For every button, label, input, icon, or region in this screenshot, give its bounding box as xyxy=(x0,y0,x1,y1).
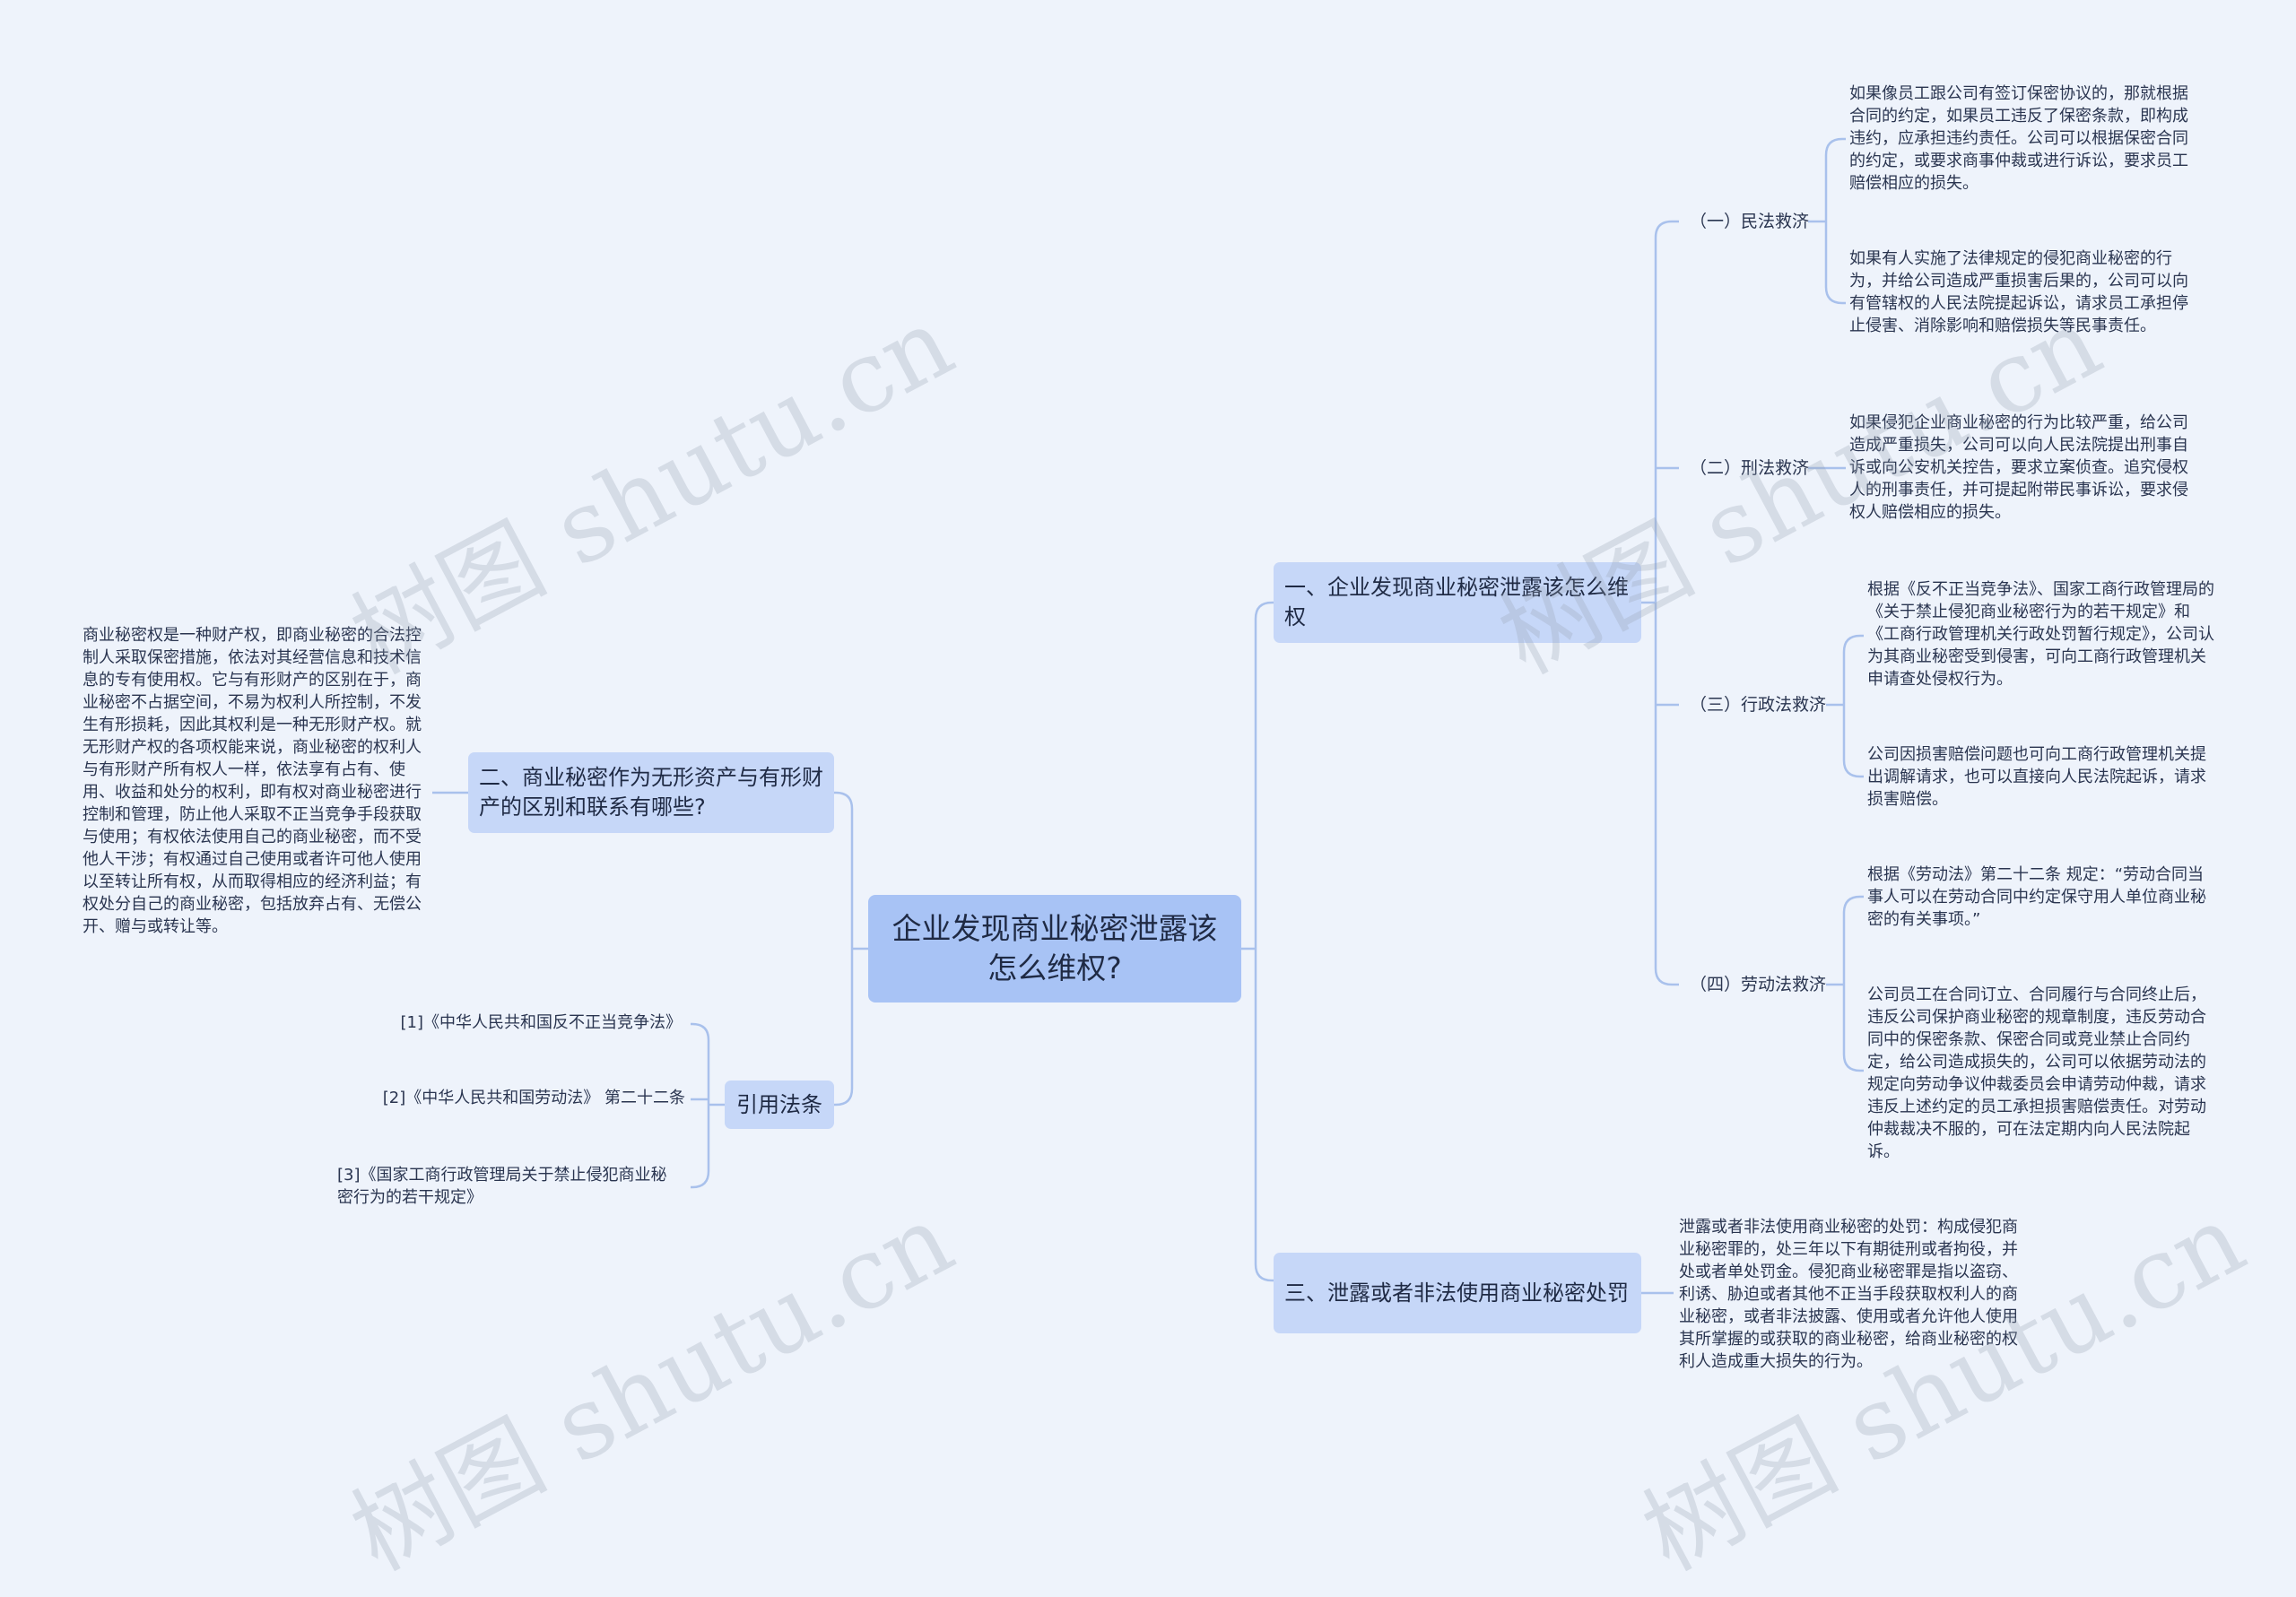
connector-left-trunk xyxy=(834,791,854,1107)
leaf-labor-2-text: 公司员工在合同订立、合同履行与合同终止后，违反公司保护商业秘密的规章制度，违反劳… xyxy=(1867,985,2206,1161)
branch-penalty[interactable]: 三、泄露或者非法使用商业秘密处罚 xyxy=(1274,1253,1641,1333)
topic-criminal-remedy[interactable]: （二）刑法救济 xyxy=(1690,456,1809,480)
ref-item-1[interactable]: [1]《中华人民共和国反不正当竞争法》 xyxy=(341,1011,683,1034)
branch-rights-protection-label: 一、企业发现商业秘密泄露该怎么维权 xyxy=(1284,575,1629,629)
leaf-intangible-vs-tangible: 商业秘密权是一种财产权，即商业秘密的合法控制人采取保密措施，依法对其经营信息和技… xyxy=(83,624,429,938)
connector-admin-leaves xyxy=(1826,634,1864,778)
branch-penalty-label: 三、泄露或者非法使用商业秘密处罚 xyxy=(1284,1280,1629,1306)
topic-admin-remedy[interactable]: （三）行政法救济 xyxy=(1690,693,1826,716)
leaf-admin-2-text: 公司因损害赔偿问题也可向工商行政管理机关提出调解请求，也可以直接向人民法院起诉，… xyxy=(1867,745,2206,809)
leaf-labor-2: 公司员工在合同订立、合同履行与合同终止后，违反公司保护商业秘密的规章制度，违反劳… xyxy=(1867,984,2217,1163)
connector-lines xyxy=(432,137,1864,1295)
leaf-civil-2: 如果有人实施了法律规定的侵犯商业秘密的行为，并给公司造成严重损害后果的，公司可以… xyxy=(1849,247,2199,337)
leaf-admin-1-text: 根据《反不正当竞争法》、国家工商行政管理局的《关于禁止侵犯商业秘密行为的若干规定… xyxy=(1867,580,2214,689)
leaf-criminal-1-text: 如果侵犯企业商业秘密的行为比较严重，给公司造成严重损失，公司可以向人民法院提出刑… xyxy=(1849,413,2188,522)
ref-item-3[interactable]: [3]《国家工商行政管理局关于禁止侵犯商业秘密行为的若干规定》 xyxy=(337,1164,682,1209)
topic-admin-remedy-label: （三）行政法救济 xyxy=(1690,695,1827,715)
topic-civil-remedy-label: （一）民法救济 xyxy=(1690,212,1810,231)
topic-civil-remedy[interactable]: （一）民法救济 xyxy=(1690,210,1809,233)
topic-labor-remedy-label: （四）劳动法救济 xyxy=(1690,975,1827,994)
leaf-civil-2-text: 如果有人实施了法律规定的侵犯商业秘密的行为，并给公司造成严重损害后果的，公司可以… xyxy=(1849,249,2188,335)
branch-cited-laws-label: 引用法条 xyxy=(736,1091,822,1117)
connector-right-trunk xyxy=(1254,601,1274,1282)
leaf-admin-1: 根据《反不正当竞争法》、国家工商行政管理局的《关于禁止侵犯商业秘密行为的若干规定… xyxy=(1867,578,2217,690)
connector-civil-leaves xyxy=(1808,137,1846,305)
mindmap-canvas: 企业发现商业秘密泄露该怎么维权? 一、企业发现商业秘密泄露该怎么维权 （一）民法… xyxy=(83,82,2262,1593)
leaf-civil-1-text: 如果像员工跟公司有签订保密协议的，那就根据合同的约定，如果员工违反了保密条款，即… xyxy=(1849,84,2188,193)
topic-labor-remedy[interactable]: （四）劳动法救济 xyxy=(1690,973,1826,996)
topic-criminal-remedy-label: （二）刑法救济 xyxy=(1690,458,1810,478)
ref-item-2-text: [2]《中华人民共和国劳动法》 第二十二条 xyxy=(382,1089,685,1107)
root-topic[interactable]: 企业发现商业秘密泄露该怎么维权? xyxy=(868,895,1241,1002)
connector-b1-trunk xyxy=(1641,220,1679,986)
leaf-admin-2: 公司因损害赔偿问题也可向工商行政管理机关提出调解请求，也可以直接向人民法院起诉，… xyxy=(1867,743,2217,811)
ref-item-3-text: [3]《国家工商行政管理局关于禁止侵犯商业秘密行为的若干规定》 xyxy=(337,1166,667,1207)
leaf-labor-1-text: 根据《劳动法》第二十二条 规定：“劳动合同当事人可以在劳动合同中约定保守用人单位… xyxy=(1867,865,2206,929)
root-topic-label: 企业发现商业秘密泄露该怎么维权? xyxy=(891,911,1218,985)
leaf-penalty: 泄露或者非法使用商业秘密的处罚：构成侵犯商业秘密罪的，处三年以下有期徒刑或者拘役… xyxy=(1679,1216,2029,1373)
leaf-penalty-text: 泄露或者非法使用商业秘密的处罚：构成侵犯商业秘密罪的，处三年以下有期徒刑或者拘役… xyxy=(1679,1218,2018,1371)
connector-refs-items xyxy=(691,1022,725,1189)
branch-cited-laws[interactable]: 引用法条 xyxy=(725,1081,834,1129)
leaf-labor-1: 根据《劳动法》第二十二条 规定：“劳动合同当事人可以在劳动合同中约定保守用人单位… xyxy=(1867,864,2217,931)
leaf-intangible-vs-tangible-text: 商业秘密权是一种财产权，即商业秘密的合法控制人采取保密措施，依法对其经营信息和技… xyxy=(83,626,422,936)
ref-item-2[interactable]: [2]《中华人民共和国劳动法》 第二十二条 xyxy=(341,1087,685,1109)
branch-intangible-vs-tangible[interactable]: 二、商业秘密作为无形资产与有形财产的区别和联系有哪些? xyxy=(468,752,834,833)
connector-labor-leaves xyxy=(1826,895,1864,1072)
leaf-criminal-1: 如果侵犯企业商业秘密的行为比较严重，给公司造成严重损失，公司可以向人民法院提出刑… xyxy=(1849,412,2199,524)
leaf-civil-1: 如果像员工跟公司有签订保密协议的，那就根据合同的约定，如果员工违反了保密条款，即… xyxy=(1849,82,2199,195)
ref-item-1-text: [1]《中华人民共和国反不正当竞争法》 xyxy=(400,1013,683,1032)
branch-intangible-vs-tangible-label: 二、商业秘密作为无形资产与有形财产的区别和联系有哪些? xyxy=(479,765,823,820)
branch-rights-protection[interactable]: 一、企业发现商业秘密泄露该怎么维权 xyxy=(1274,562,1641,643)
